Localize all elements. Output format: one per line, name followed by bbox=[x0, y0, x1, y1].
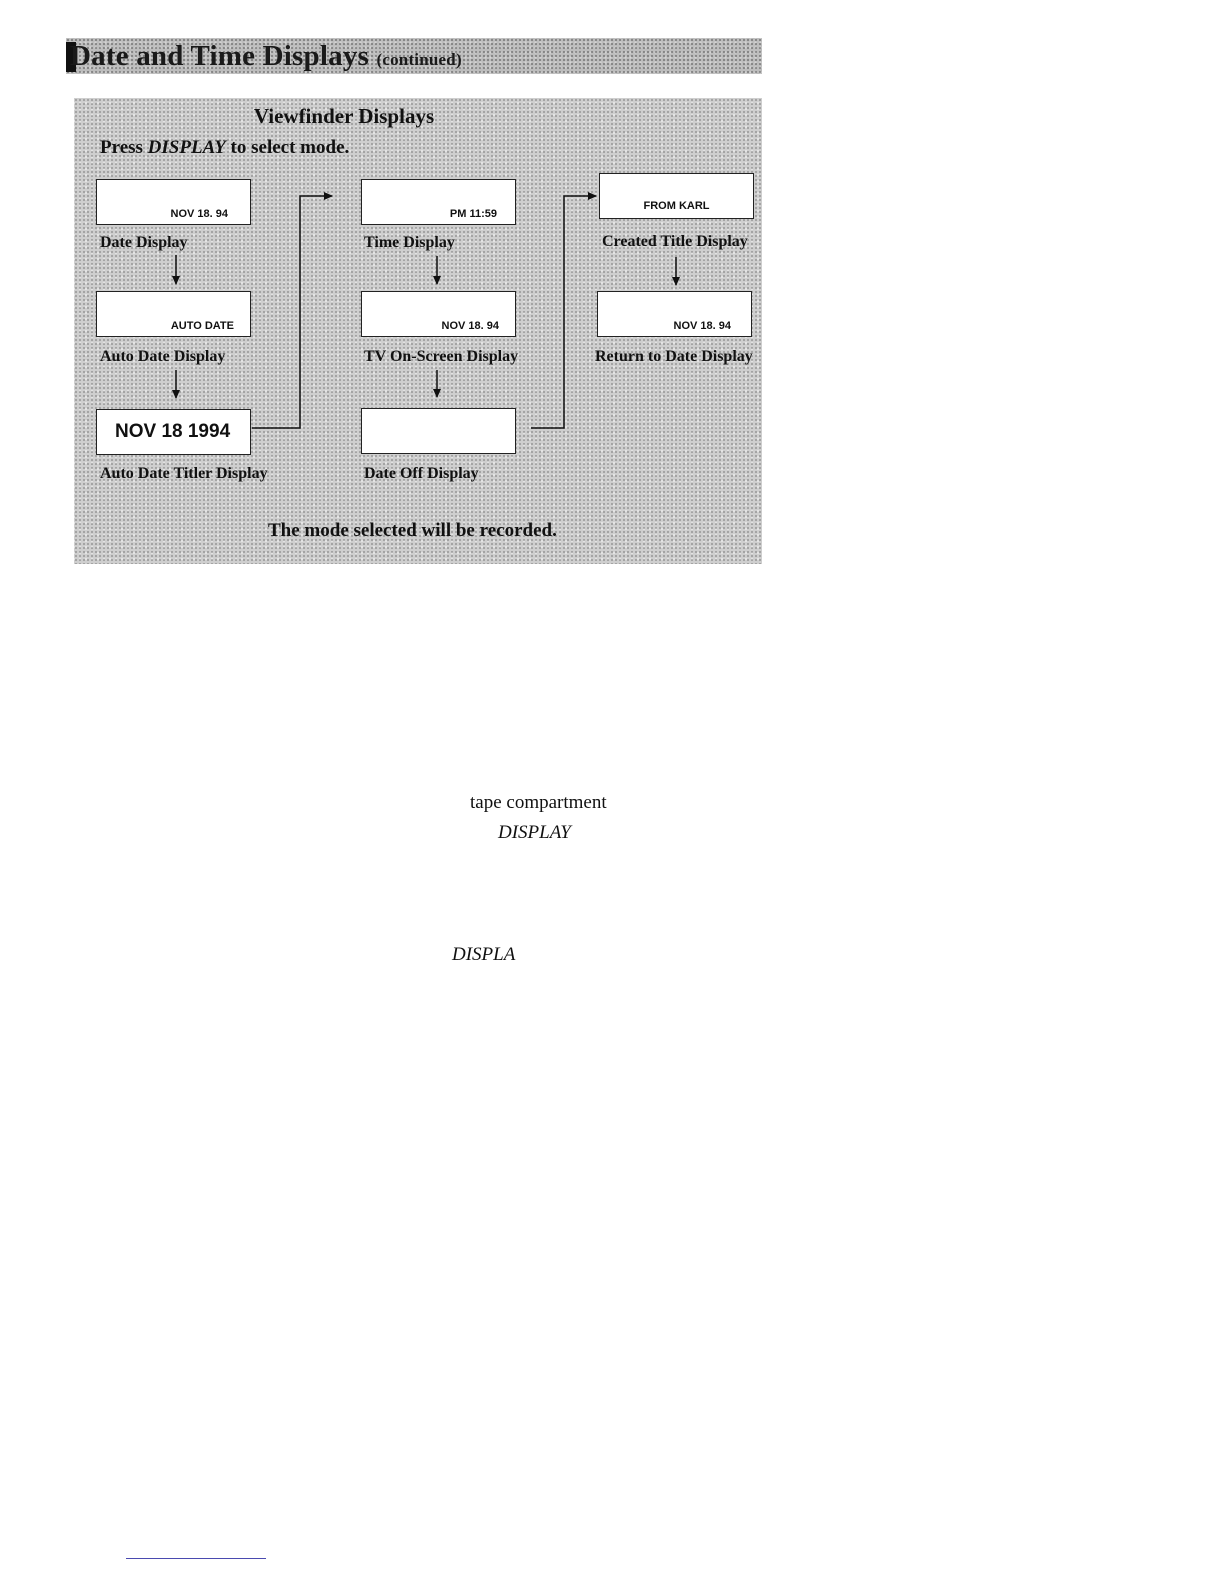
auto-date-titler-value: NOV 18 1994 bbox=[115, 421, 231, 442]
auto-date-display-screen: AUTO DATE bbox=[96, 291, 251, 337]
auto-date-titler-label: Auto Date Titler Display bbox=[100, 465, 268, 482]
instruction-key: DISPLAY bbox=[147, 137, 226, 158]
date-off-display-screen bbox=[361, 408, 516, 454]
loose-text-displa: DISPLA bbox=[452, 944, 516, 965]
instruction-prefix: Press bbox=[100, 137, 143, 158]
date-display-screen: NOV 18. 94 bbox=[96, 179, 251, 225]
tv-on-screen-display-value: NOV 18. 94 bbox=[441, 320, 499, 332]
section-header: Date and Time Displays (continued) bbox=[66, 38, 762, 74]
time-display-label: Time Display bbox=[364, 234, 455, 251]
diagram-instruction: Press DISPLAY to select mode. bbox=[100, 137, 349, 159]
connector-col2-to-col3 bbox=[531, 192, 597, 429]
header-marker-block bbox=[66, 42, 76, 72]
connector-col1-to-col2 bbox=[252, 192, 333, 429]
section-title-text: Date and Time Displays bbox=[70, 40, 370, 72]
return-to-date-display-value: NOV 18. 94 bbox=[673, 320, 731, 332]
section-title: Date and Time Displays (continued) bbox=[70, 38, 462, 78]
time-display-screen: PM 11:59 bbox=[361, 179, 516, 225]
date-display-label: Date Display bbox=[100, 234, 188, 251]
return-to-date-display-screen: NOV 18. 94 bbox=[597, 291, 752, 337]
return-to-date-display-label: Return to Date Display bbox=[595, 348, 753, 365]
time-display-value: PM 11:59 bbox=[449, 208, 497, 220]
section-subtitle: (continued) bbox=[376, 50, 462, 69]
loose-text-display: DISPLAY bbox=[498, 822, 571, 843]
loose-text-tape-compartment: tape compartment bbox=[470, 792, 607, 813]
created-title-display-screen: FROM KARL bbox=[599, 173, 754, 219]
auto-date-titler-screen: NOV 18 1994 bbox=[96, 409, 251, 455]
diagram-title: Viewfinder Displays bbox=[253, 104, 435, 128]
date-display-value: NOV 18. 94 bbox=[170, 208, 228, 220]
footnote-rule bbox=[126, 1558, 266, 1559]
tv-on-screen-display-screen: NOV 18. 94 bbox=[361, 291, 516, 337]
tv-on-screen-display-label: TV On-Screen Display bbox=[364, 348, 519, 365]
date-off-display-label: Date Off Display bbox=[364, 465, 479, 482]
created-title-display-value: FROM KARL bbox=[643, 200, 710, 212]
diagram-footer-note: The mode selected will be recorded. bbox=[268, 520, 557, 541]
created-title-display-label: Created Title Display bbox=[602, 233, 748, 250]
auto-date-display-value: AUTO DATE bbox=[170, 320, 234, 332]
instruction-suffix: to select mode. bbox=[230, 137, 350, 158]
auto-date-display-label: Auto Date Display bbox=[100, 348, 226, 365]
